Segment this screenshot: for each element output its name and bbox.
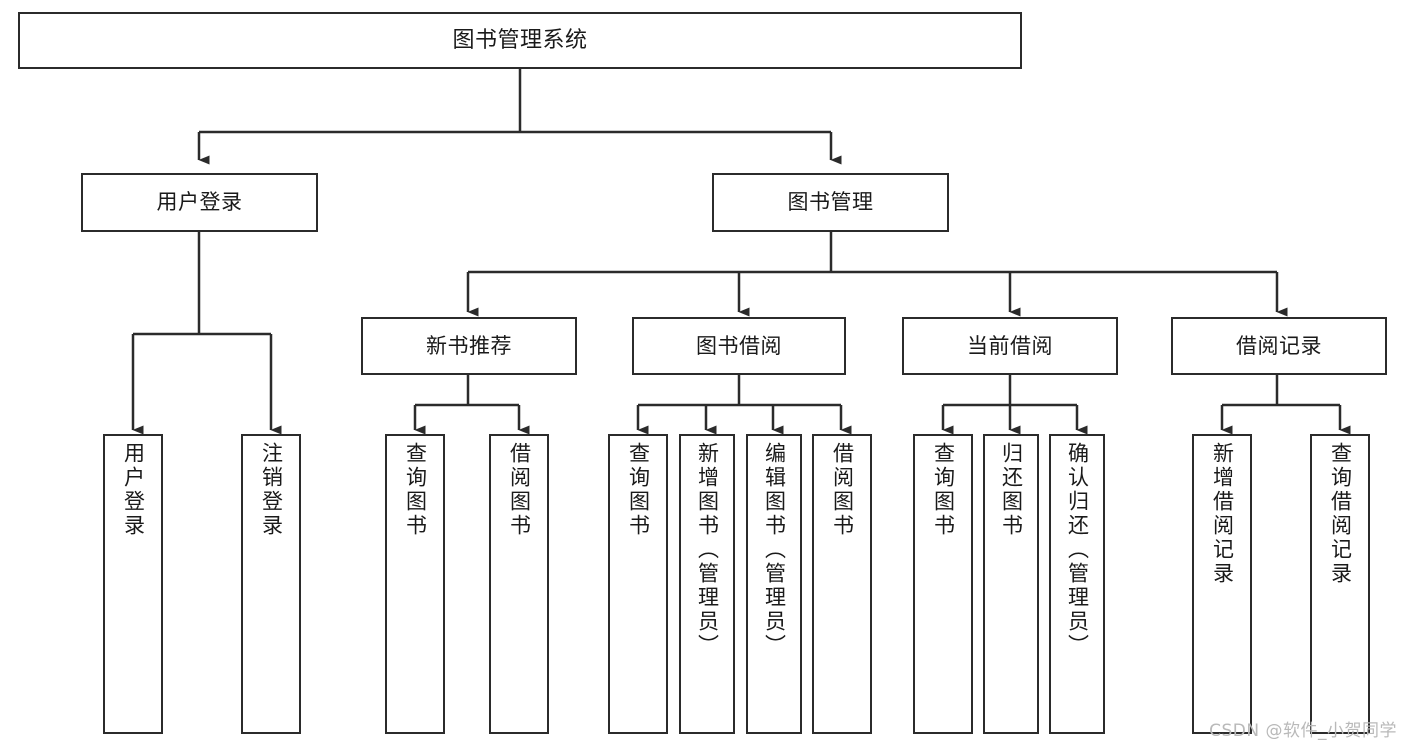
leaf-current-confirm-return[interactable]: 确认归还（管理员） xyxy=(1049,434,1105,734)
leaf-record-query-record-label: 查询借阅记录 xyxy=(1328,442,1353,586)
leaf-borrow-query-book[interactable]: 查询图书 xyxy=(608,434,668,734)
leaf-current-return-book[interactable]: 归还图书 xyxy=(983,434,1039,734)
leaf-recommend-borrow-book[interactable]: 借阅图书 xyxy=(489,434,549,734)
node-root-label: 图书管理系统 xyxy=(452,27,588,53)
leaf-recommend-borrow-book-label: 借阅图书 xyxy=(507,442,532,538)
leaf-recommend-query-book-label: 查询图书 xyxy=(403,442,428,538)
leaf-record-add-record[interactable]: 新增借阅记录 xyxy=(1192,434,1252,734)
leaf-borrow-borrow-book-label: 借阅图书 xyxy=(830,442,855,538)
leaf-current-query-book-label: 查询图书 xyxy=(931,442,956,538)
watermark-text: CSDN @软件_小贺同学 xyxy=(1209,721,1397,741)
leaf-current-query-book[interactable]: 查询图书 xyxy=(913,434,973,734)
leaf-user-login-logout-label: 注销登录 xyxy=(259,442,284,538)
leaf-user-login-login[interactable]: 用户登录 xyxy=(103,434,163,734)
node-new-book-recommend[interactable]: 新书推荐 xyxy=(361,317,577,375)
node-current-borrow[interactable]: 当前借阅 xyxy=(902,317,1118,375)
node-book-borrow[interactable]: 图书借阅 xyxy=(632,317,846,375)
leaf-record-add-record-label: 新增借阅记录 xyxy=(1210,442,1235,586)
node-borrow-record-label: 借阅记录 xyxy=(1236,333,1322,358)
node-book-management[interactable]: 图书管理 xyxy=(712,173,949,232)
leaf-user-login-login-label: 用户登录 xyxy=(121,442,146,538)
node-current-borrow-label: 当前借阅 xyxy=(967,333,1053,358)
node-book-borrow-label: 图书借阅 xyxy=(696,333,782,358)
leaf-user-login-logout[interactable]: 注销登录 xyxy=(241,434,301,734)
leaf-borrow-add-book[interactable]: 新增图书（管理员） xyxy=(679,434,735,734)
leaf-borrow-add-book-label: 新增图书（管理员） xyxy=(695,442,720,658)
leaf-borrow-edit-book-label: 编辑图书（管理员） xyxy=(762,442,787,658)
leaf-record-query-record[interactable]: 查询借阅记录 xyxy=(1310,434,1370,734)
leaf-recommend-query-book[interactable]: 查询图书 xyxy=(385,434,445,734)
node-root[interactable]: 图书管理系统 xyxy=(18,12,1022,69)
leaf-current-return-book-label: 归还图书 xyxy=(999,442,1024,538)
leaf-current-confirm-return-label: 确认归还（管理员） xyxy=(1065,442,1090,658)
node-new-book-recommend-label: 新书推荐 xyxy=(426,333,512,358)
node-book-management-label: 图书管理 xyxy=(787,190,874,215)
leaf-borrow-edit-book[interactable]: 编辑图书（管理员） xyxy=(746,434,802,734)
node-user-login-label: 用户登录 xyxy=(156,190,243,215)
node-user-login[interactable]: 用户登录 xyxy=(81,173,318,232)
node-borrow-record[interactable]: 借阅记录 xyxy=(1171,317,1387,375)
leaf-borrow-borrow-book[interactable]: 借阅图书 xyxy=(812,434,872,734)
leaf-borrow-query-book-label: 查询图书 xyxy=(626,442,651,538)
